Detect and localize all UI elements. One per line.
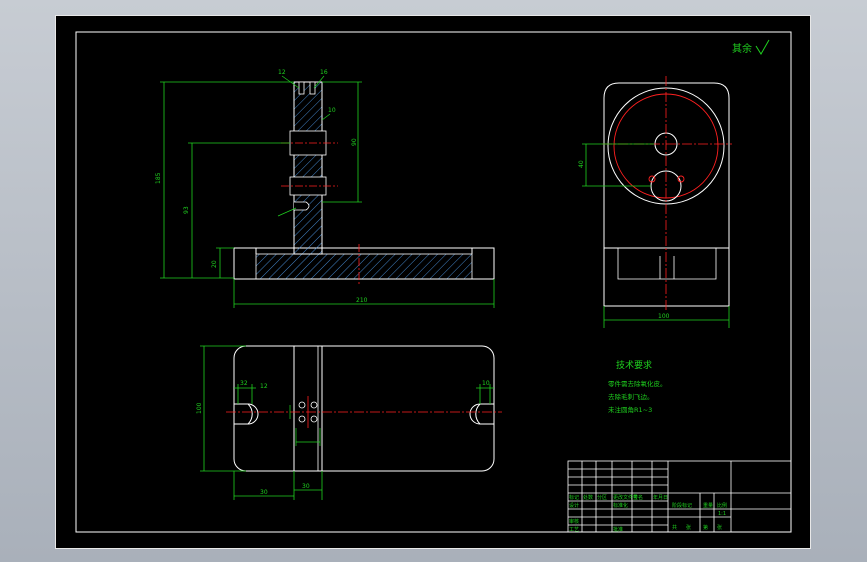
dim-top-height [200,345,246,472]
dim-top-bottom-1 [233,471,295,500]
dim-slot-width-2: 16 [320,69,328,76]
tb-label-review: 审核 [569,518,579,525]
top-right-slot [469,403,494,425]
dim-top-left [234,384,256,404]
drawing-sheet: 其余 185 93 20 210 90 12 16 10 [55,15,811,549]
top-hole-1 [298,401,306,409]
dim-slot-width-1: 12 [278,69,286,76]
side-outline [603,82,730,307]
side-small-hole-1 [648,175,656,183]
tb-label-process: 工艺 [569,527,579,533]
tb-label-sheet-2: 张 [717,524,722,531]
tb-label-scale: 比例 [717,502,727,509]
dim-front-base-height [216,247,234,278]
tb-label-stage: 阶段标记 [672,502,692,509]
tb-scale-value: 1:1 [718,511,726,517]
dim-top-right-text: 10 [482,380,490,387]
top-left-slot [234,403,259,425]
dim-top-left-1-text: 32 [240,380,248,387]
tb-label-design: 设计 [569,502,579,509]
dim-side-height-text: 40 [578,160,585,168]
tb-label-page: 第 [703,524,708,531]
side-base-slot [617,248,717,280]
dim-side-height [582,143,654,187]
tb-label-change: 更改文件号 [613,494,638,501]
tb-label-standard: 标准化 [613,502,628,509]
dim-front-mid-height-text: 93 [183,206,190,214]
title-block-frame [567,460,792,533]
technical-requirements: 技术要求 零件需去除氧化皮。 去除毛刺飞边。 未注圆角R1~3 [608,359,667,414]
front-base-steps [233,248,495,279]
dim-top-bottom-2 [294,471,323,500]
dim-front-right-height [322,81,362,203]
title-block-labels: 标记 处数 分区 更改文件号 签名 年月日 设计 标准化 审核 工艺 批准 阶段… [569,494,727,533]
tech-req-title: 技术要求 [616,359,652,371]
top-hole-4 [310,415,318,423]
tb-label-approve: 批准 [613,526,623,533]
dim-top-bottom-1-text: 30 [260,489,268,496]
dim-front-total-height [160,81,294,279]
dim-side-width [603,306,730,328]
dim-top-bottom-2-text: 30 [302,483,310,490]
tech-req-line-3: 未注圆角R1~3 [608,405,652,414]
side-small-hole-2 [677,175,685,183]
front-side-slot [294,201,310,211]
top-hole-3 [298,415,306,423]
side-view: 40 100 [578,76,732,328]
top-column-outline [293,345,323,472]
surface-finish-note: 其余 [732,42,752,55]
cad-drawing: 其余 185 93 20 210 90 12 16 10 [75,31,792,533]
tb-label-zone: 分区 [597,494,607,501]
tb-label-total: 共 [672,524,677,531]
drawing-frame [75,31,792,533]
dim-front-mid-height [188,142,290,278]
tb-label-mark: 标记 [569,494,579,501]
leader-lines [277,75,331,217]
dim-side-width-text: 100 [658,313,670,320]
dim-top-height-text: 100 [196,402,203,414]
front-top-slot-1 [298,81,305,95]
dim-front-width [233,279,495,308]
dim-top-left-2-text: 12 [260,383,268,390]
tech-req-line-1: 零件需去除氧化皮。 [608,379,667,388]
dim-front-width-text: 210 [356,297,368,304]
dim-front-base-height-text: 20 [211,260,218,268]
tb-label-count: 处数 [583,494,593,501]
title-block [567,460,792,533]
dim-top-right [476,384,494,404]
tb-label-sign: 签名 [633,494,643,501]
front-base-hatch [255,253,473,280]
tb-label-weight: 重量 [703,502,713,509]
front-view: 185 93 20 210 90 12 16 10 [155,69,495,308]
tb-label-sheet-1: 张 [686,524,691,531]
dim-top-holes [289,405,321,446]
tech-req-line-2: 去除毛刺飞边。 [608,392,654,401]
front-column-hatch [293,81,323,255]
front-top-slot-2 [309,81,316,95]
dim-front-total-height-text: 185 [155,172,162,184]
dim-front-right-text: 90 [351,138,358,146]
tb-label-date: 年月日 [653,494,668,501]
roughness-symbol [755,39,770,55]
top-outline [233,345,495,472]
top-hole-2 [310,401,318,409]
top-view: 100 30 30 32 12 10 [196,345,502,500]
dim-slot-depth: 10 [328,107,336,114]
